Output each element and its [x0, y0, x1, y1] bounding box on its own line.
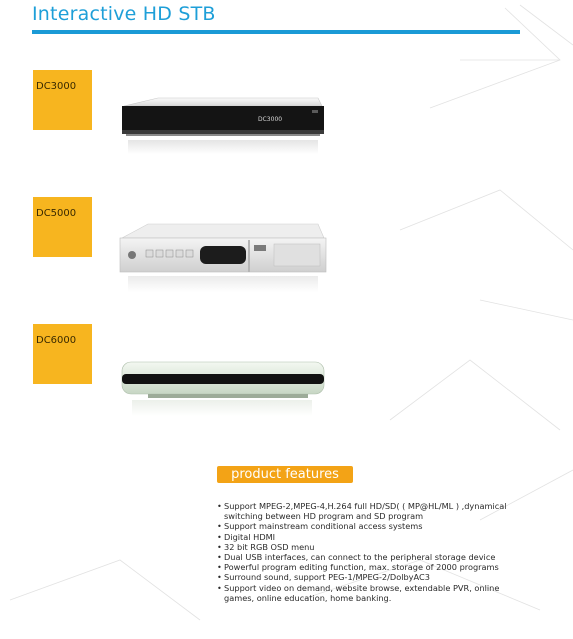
- model-label: DC6000: [36, 335, 77, 346]
- feature-item: Support video on demand, website browse,…: [217, 583, 507, 603]
- dc3000-product-image: DC3000: [122, 97, 324, 154]
- product-features-list: Support MPEG-2,MPEG-4,H.264 full HD/SD( …: [217, 501, 507, 603]
- feature-item: Dual USB interfaces, can connect to the …: [217, 552, 507, 562]
- model-label: DC3000: [36, 81, 77, 92]
- feature-item: Surround sound, support PEG-1/MPEG-2/Dol…: [217, 572, 507, 582]
- model-tag-dc3000: DC3000: [33, 70, 92, 130]
- page-title: Interactive HD STB: [32, 3, 216, 25]
- dc5000-product-image: [119, 223, 327, 292]
- feature-item: Digital HDMI: [217, 532, 507, 542]
- model-tag-dc6000: DC6000: [33, 324, 92, 384]
- feature-item: Support mainstream conditional access sy…: [217, 521, 507, 531]
- feature-item: Support MPEG-2,MPEG-4,H.264 full HD/SD( …: [217, 501, 507, 521]
- model-tag-dc5000: DC5000: [33, 197, 92, 257]
- feature-item: 32 bit RGB OSD menu: [217, 542, 507, 552]
- dc6000-product-image: [121, 361, 325, 416]
- dc3000-panel-text: DC3000: [258, 116, 282, 123]
- model-label: DC5000: [36, 208, 77, 219]
- feature-item: Powerful program editing function, max. …: [217, 562, 507, 572]
- product-features-header: product features: [217, 466, 353, 483]
- title-underline: [32, 30, 520, 34]
